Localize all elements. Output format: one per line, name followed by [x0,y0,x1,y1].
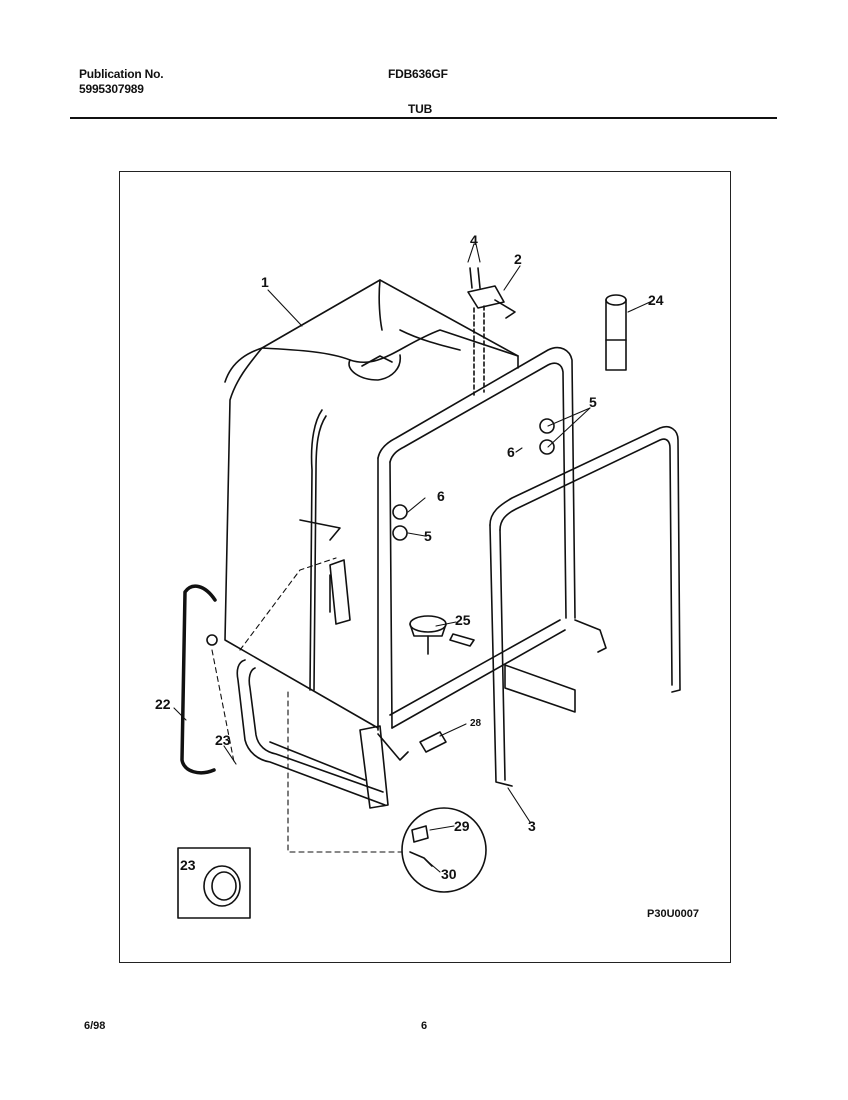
callout-1: 1 [261,274,269,290]
publication-label: Publication No. [79,67,164,81]
callout-29: 29 [454,818,470,834]
callout-25: 25 [455,612,471,628]
part-24 [605,294,627,371]
callout-2: 2 [514,251,522,267]
callout-28: 28 [470,718,482,729]
publication-number: 5995307989 [79,82,144,96]
callout-30: 30 [441,866,457,882]
base-rail [236,659,386,806]
callout-leaders [173,243,651,873]
callout-5-right: 5 [589,394,597,410]
door-gasket [489,425,681,787]
drain-hose [180,584,218,775]
callout-4: 4 [470,232,478,248]
top-bracket [467,267,516,396]
callout-6-left: 6 [437,488,445,504]
footer-date: 6/98 [84,1020,106,1032]
detail-circle [401,807,487,893]
callout-3: 3 [528,818,536,834]
tub-body [224,279,519,729]
callout-24: 24 [648,292,664,308]
diagram-frame [119,171,731,963]
part-28 [419,731,447,753]
callout-23: 23 [215,732,231,748]
diagram-code: P30U0007 [647,908,699,920]
callout-5-left: 5 [424,528,432,544]
clamp-detail-box [177,847,251,919]
door-frame [359,346,607,809]
detail-parts [409,825,433,867]
clamp-detail [203,865,241,907]
page-number: 6 [421,1020,428,1032]
leveling-nuts [392,418,555,541]
callout-23-detail: 23 [180,857,196,873]
callout-22: 22 [155,696,171,712]
assembly-lines [211,557,403,853]
callout-6-right: 6 [507,444,515,460]
section-title: TUB [408,102,433,116]
model-number: FDB636GF [388,67,448,81]
header-rule [70,117,777,119]
